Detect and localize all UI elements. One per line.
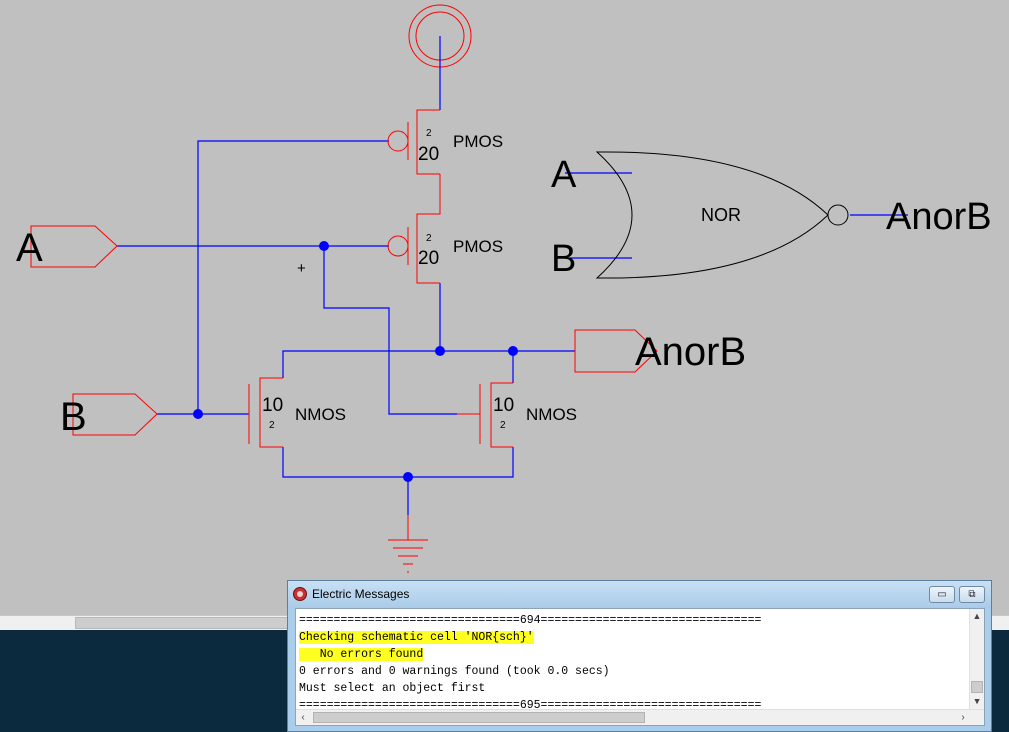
port-b-label: B [60, 395, 87, 439]
ground-symbol[interactable] [388, 515, 428, 573]
messages-window[interactable]: Electric Messages ▭ ⧉ ==================… [287, 580, 992, 732]
messages-window-title: Electric Messages [312, 587, 410, 601]
schematic-canvas[interactable]: A B AnorB 2 20 PMOS 2 20 PMOS 10 2 NMOS … [0, 0, 1009, 615]
nmos-2-type: NMOS [526, 405, 577, 424]
port-out-shape[interactable] [574, 329, 658, 373]
message-line: 0 errors and 0 warnings found (took 0.0 … [299, 665, 610, 678]
pmos-1-width: 20 [418, 144, 439, 165]
message-line: ================================695=====… [299, 699, 762, 712]
restore-button[interactable]: ⧉ [959, 586, 985, 603]
port-a-shape[interactable] [30, 225, 118, 268]
nor-gate-label: NOR [701, 205, 741, 225]
wire-net[interactable] [117, 36, 908, 515]
pmos-2-width: 20 [418, 248, 439, 269]
minimize-button[interactable]: ▭ [929, 586, 955, 603]
pmos-2-type: PMOS [453, 237, 503, 256]
icon-input-a-label: A [551, 154, 577, 196]
message-line: No errors found [299, 648, 424, 661]
messages-horizontal-scrollbar[interactable]: ‹ › [296, 709, 984, 725]
pmos-1-type: PMOS [453, 132, 503, 151]
nor-gate-icon[interactable] [595, 151, 849, 279]
port-out-label: AnorB [635, 330, 746, 374]
port-a-label: A [16, 226, 43, 270]
wire-junctions [193, 241, 518, 482]
pmos-transistor-2[interactable] [387, 174, 441, 284]
scroll-right-arrow-icon[interactable]: › [961, 712, 965, 723]
messages-vertical-scrollbar[interactable]: ▲ ▲ [969, 609, 984, 709]
messages-content: ================================694=====… [295, 608, 985, 726]
scroll-up-arrow-icon[interactable]: ▲ [972, 611, 982, 621]
message-line: Checking schematic cell 'NOR{sch}' [299, 631, 534, 644]
nmos-transistor-1[interactable] [248, 377, 283, 448]
messages-vscroll-thumb[interactable] [971, 681, 983, 693]
electric-app-icon [293, 587, 307, 601]
scroll-down-arrow-icon[interactable]: ▲ [972, 697, 982, 707]
nmos-1-width: 10 [262, 395, 283, 416]
nmos-1-length: 2 [269, 420, 275, 431]
icon-output-label: AnorB [886, 196, 992, 238]
nmos-2-length: 2 [500, 420, 506, 431]
pmos-2-length: 2 [426, 233, 432, 244]
message-line: Must select an object first [299, 682, 486, 695]
nmos-transistor-2[interactable] [457, 382, 513, 448]
cursor-crosshair-icon: + [297, 260, 306, 277]
icon-input-b-label: B [551, 238, 576, 280]
message-line: ================================694=====… [299, 614, 762, 627]
messages-titlebar[interactable]: Electric Messages ▭ ⧉ [288, 581, 991, 608]
nmos-1-type: NMOS [295, 405, 346, 424]
pmos-1-length: 2 [426, 128, 432, 139]
messages-log[interactable]: ================================694=====… [296, 609, 969, 712]
port-b-shape[interactable] [72, 393, 158, 436]
canvas-scroll-thumb[interactable] [75, 617, 290, 629]
nmos-2-width: 10 [493, 395, 514, 416]
messages-hscroll-thumb[interactable] [313, 712, 645, 723]
pmos-transistor-1[interactable] [387, 109, 440, 175]
scroll-left-arrow-icon[interactable]: ‹ [301, 712, 305, 723]
